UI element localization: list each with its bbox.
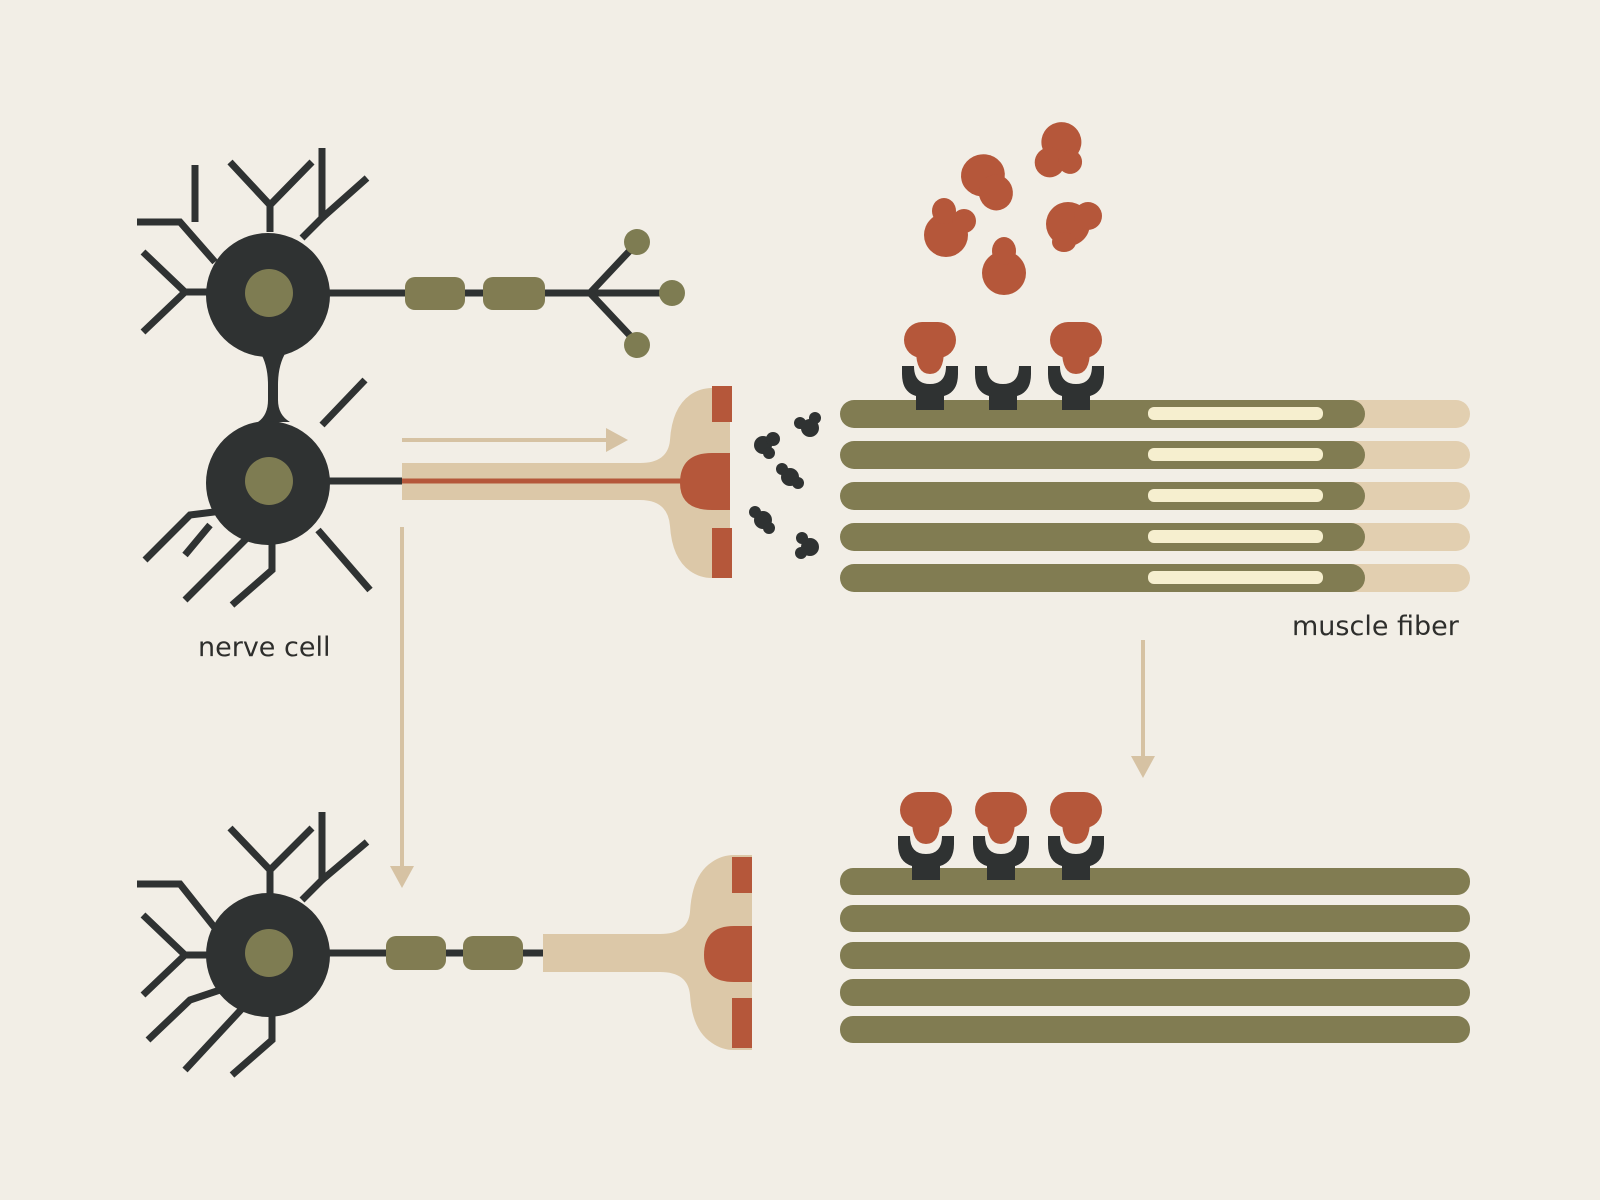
receptors-bottom xyxy=(898,792,1104,880)
fiber-band xyxy=(1148,448,1323,461)
receptor-icon xyxy=(1048,792,1104,880)
bound-molecule xyxy=(975,792,1027,844)
flow-arrow-right xyxy=(402,428,628,452)
neuron-connector xyxy=(258,352,290,422)
flow-arrow-down-left xyxy=(390,527,414,888)
terminal-membrane-bottom xyxy=(712,528,732,578)
muscle-fiber-top xyxy=(840,400,1470,592)
terminal-membrane-top xyxy=(712,386,732,422)
muscle-fiber-strand xyxy=(840,441,1470,469)
muscle-fiber-strand xyxy=(840,905,1470,932)
nerve-cell-bottom xyxy=(137,812,545,1078)
myelin-sheath-bottom-1 xyxy=(386,936,446,970)
receptor-icon xyxy=(1048,322,1104,410)
fiber-band xyxy=(1148,489,1323,502)
receptors-top xyxy=(902,322,1104,410)
axon-branches-upper xyxy=(545,240,672,346)
neurotransmitter-dots xyxy=(749,412,821,559)
receptor-icon xyxy=(975,366,1031,410)
myelin-sheath-2 xyxy=(483,277,545,310)
myelin-sheath-1 xyxy=(405,277,465,310)
synaptic-vesicle xyxy=(680,453,730,510)
muscle-fiber-strand xyxy=(840,942,1470,969)
receptor-icon xyxy=(902,322,958,410)
fiber-band xyxy=(1148,530,1323,543)
nerve-cell-label: nerve cell xyxy=(198,632,331,663)
axon-bulb-1 xyxy=(624,229,650,255)
flow-arrow-down-right xyxy=(1131,640,1155,778)
receptor-icon xyxy=(898,792,954,880)
axon-terminal-bottom xyxy=(543,855,752,1050)
bound-molecule xyxy=(1050,322,1102,374)
fiber-band xyxy=(1148,407,1323,420)
bound-molecule xyxy=(900,792,952,844)
muscle-fiber-strand xyxy=(840,979,1470,1006)
free-molecules xyxy=(924,122,1102,295)
nucleus-lower xyxy=(245,457,293,505)
axon-bulb-3 xyxy=(624,332,650,358)
axon-bulb-2 xyxy=(659,280,685,306)
muscle-fiber-strand xyxy=(840,482,1470,510)
bound-molecule xyxy=(904,322,956,374)
muscle-fiber-label: muscle fiber xyxy=(1292,611,1459,642)
muscle-fiber-bottom xyxy=(840,868,1470,1043)
muscle-fiber-strand xyxy=(840,1016,1470,1043)
muscle-fiber-strand xyxy=(840,564,1470,592)
fiber-band xyxy=(1148,571,1323,584)
dendrites-upper xyxy=(137,148,370,335)
muscle-fiber-strand xyxy=(840,523,1470,551)
receptor-icon xyxy=(973,792,1029,880)
nucleus-bottom xyxy=(245,929,293,977)
bound-molecule xyxy=(1050,792,1102,844)
muscle-fiber-strand xyxy=(840,400,1470,428)
axon-terminal-top xyxy=(402,386,732,578)
myelin-sheath-bottom-2 xyxy=(463,936,523,970)
nucleus-upper xyxy=(245,269,293,317)
nerve-cell-pair-top xyxy=(137,148,685,608)
synaptic-vesicle-bottom xyxy=(704,926,752,982)
